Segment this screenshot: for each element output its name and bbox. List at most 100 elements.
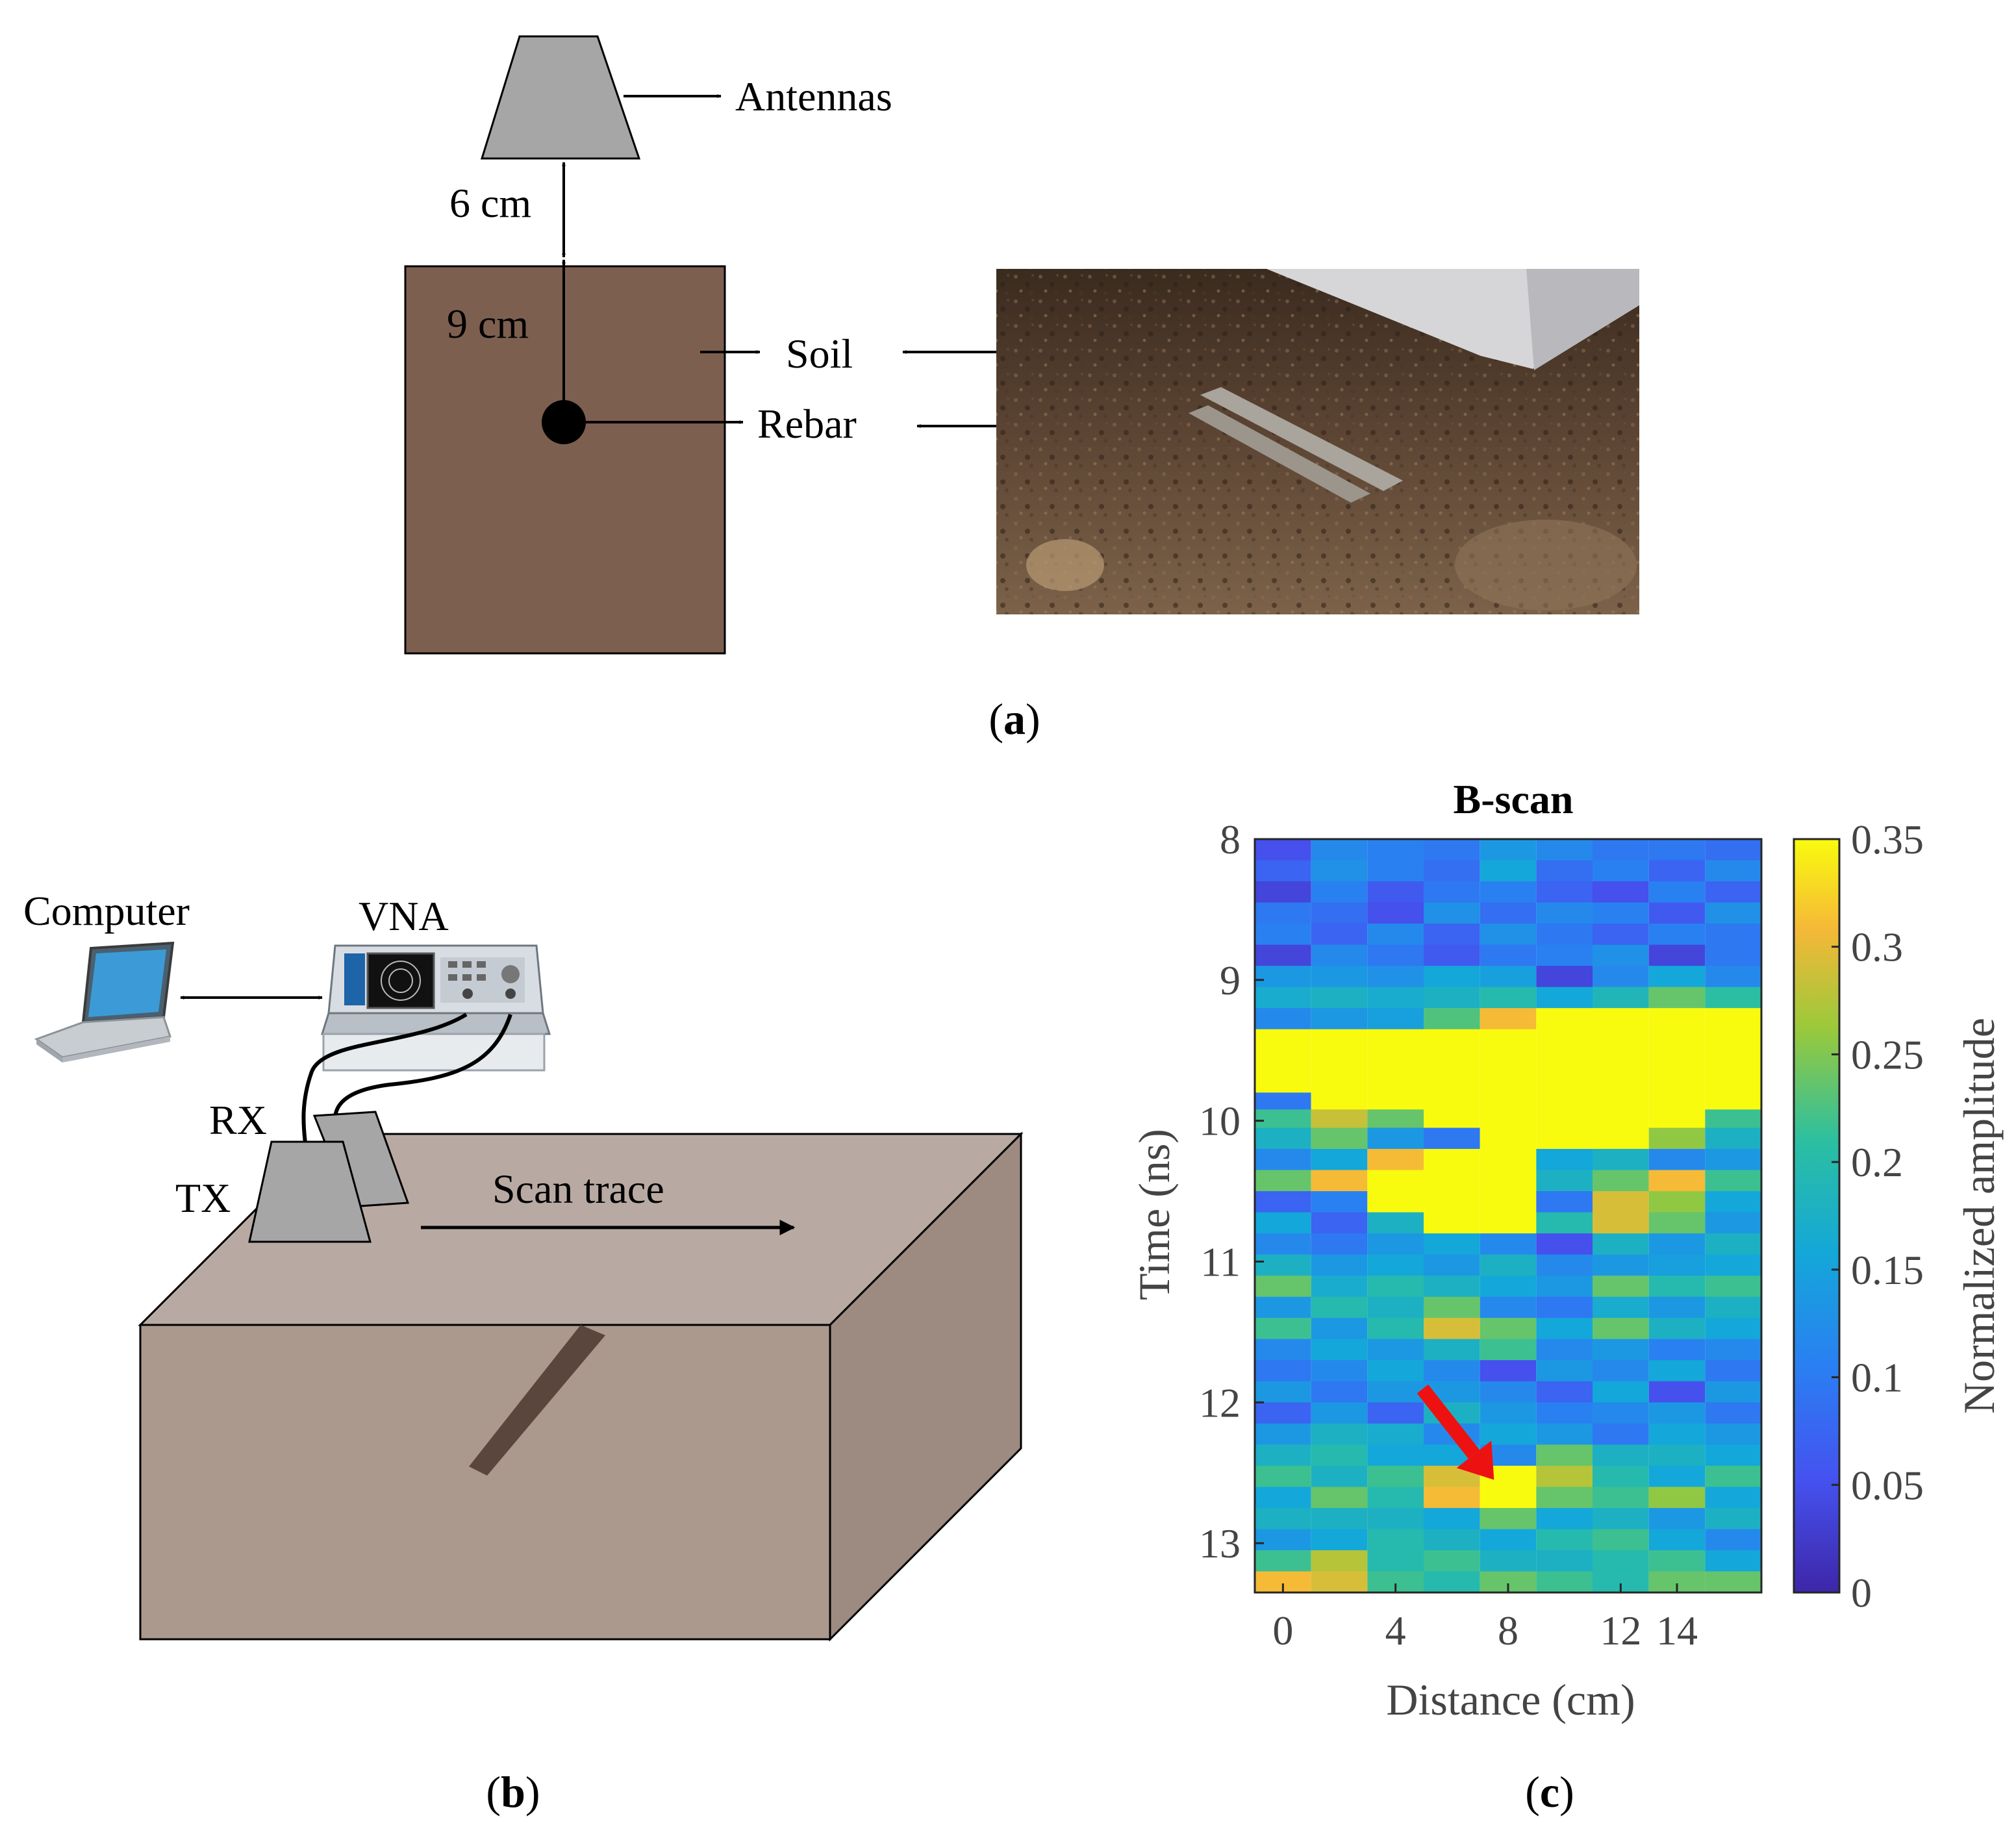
caption-b: (b): [486, 1767, 540, 1817]
heatmap-cell: [1255, 924, 1311, 946]
heatmap-cell: [1367, 1360, 1424, 1382]
heatmap-cell: [1536, 1276, 1593, 1298]
heatmap-cell: [1424, 1550, 1480, 1572]
heatmap-cell: [1593, 881, 1649, 903]
heatmap-cell: [1648, 1381, 1706, 1403]
heatmap-cell: [1367, 1529, 1424, 1551]
heatmap-cell: [1255, 1233, 1311, 1255]
heatmap-cell: [1255, 944, 1311, 966]
heatmap-cell: [1480, 1254, 1537, 1276]
heatmap-cell: [1705, 1212, 1761, 1234]
heatmap-cell: [1255, 1254, 1311, 1276]
heatmap-cell: [1311, 1423, 1368, 1445]
heatmap-cell: [1480, 1092, 1537, 1110]
colorbar-tick-label: 0.1: [1851, 1355, 1903, 1401]
antennas-label: Antennas: [735, 73, 892, 120]
heatmap-cell: [1705, 1029, 1761, 1093]
heatmap-cell: [1648, 1339, 1706, 1361]
heatmap-cell: [1367, 1339, 1424, 1361]
heatmap-cell: [1367, 1507, 1424, 1529]
heatmap-cell: [1311, 1507, 1368, 1529]
heatmap-cell: [1705, 1254, 1761, 1276]
heatmap-cell: [1480, 1339, 1537, 1361]
heatmap-cell: [1367, 1212, 1424, 1234]
heatmap-cell: [1648, 1423, 1706, 1445]
heatmap-cell: [1536, 1360, 1593, 1382]
heatmap-cell: [1311, 1529, 1368, 1551]
heatmap-cell: [1424, 1360, 1480, 1382]
heatmap-cell: [1311, 1339, 1368, 1361]
heatmap-cell: [1705, 860, 1761, 882]
heatmap-cell: [1593, 1029, 1649, 1093]
heatmap-cell: [1705, 1360, 1761, 1382]
heatmap-cell: [1480, 1487, 1537, 1509]
heatmap-cell: [1536, 1465, 1593, 1487]
heatmap-cell: [1255, 1276, 1311, 1298]
colorbar-tick-label: 0.3: [1851, 924, 1903, 970]
photo-rebar: [1200, 387, 1403, 491]
heatmap-cell: [1311, 1296, 1368, 1318]
heatmap-cell: [1311, 1149, 1368, 1171]
vna-instrument-icon: [320, 944, 551, 1072]
heatmap-cell: [1593, 839, 1649, 861]
heatmap-cell: [1480, 1212, 1537, 1234]
heatmap-cell: [1367, 1423, 1424, 1445]
heatmap-cell: [1536, 1381, 1593, 1403]
heatmap-cell: [1593, 1381, 1649, 1403]
heatmap-cell: [1648, 1254, 1706, 1276]
heatmap-cell: [1593, 1170, 1649, 1192]
heatmap-cell: [1536, 944, 1593, 966]
heatmap-cell: [1480, 1360, 1537, 1382]
heatmap-cell: [1424, 1149, 1480, 1171]
heatmap-cell: [1424, 1487, 1480, 1509]
heatmap-cell: [1424, 1233, 1480, 1255]
heatmap-cell: [1593, 1529, 1649, 1551]
heatmap-cell: [1367, 944, 1424, 966]
heatmap-cell: [1424, 881, 1480, 903]
heatmap-cell: [1480, 1402, 1537, 1424]
rx-label: RX: [209, 1097, 267, 1143]
heatmap-cell: [1536, 1318, 1593, 1340]
heatmap-cell: [1255, 1109, 1311, 1128]
heatmap-cell: [1311, 987, 1368, 1009]
heatmap-cell: [1480, 1318, 1537, 1340]
heatmap-cell: [1367, 1487, 1424, 1509]
heatmap-cell: [1480, 1029, 1537, 1093]
heatmap-cell: [1367, 1318, 1424, 1340]
heatmap-cell: [1367, 1296, 1424, 1318]
heatmap-cell: [1536, 1444, 1593, 1466]
heatmap-cell: [1536, 1550, 1593, 1572]
heatmap-cell: [1255, 1212, 1311, 1234]
heatmap-cell: [1255, 1191, 1311, 1213]
heatmap-cell: [1705, 944, 1761, 966]
heatmap-cell: [1424, 1507, 1480, 1529]
x-tick-label: 14: [1656, 1607, 1698, 1654]
heatmap-cell: [1593, 1423, 1649, 1445]
heatmap-cell: [1480, 1127, 1537, 1150]
y-tick-label: 12: [1199, 1379, 1241, 1426]
heatmap-cell: [1705, 1339, 1761, 1361]
heatmap-cell: [1648, 1296, 1706, 1318]
heatmap-cell: [1648, 1529, 1706, 1551]
heatmap-cell: [1311, 1191, 1368, 1213]
heatmap-cell: [1648, 1402, 1706, 1424]
heatmap-cell: [1480, 944, 1537, 966]
heatmap-cell: [1648, 1318, 1706, 1340]
heatmap-cell: [1367, 1092, 1424, 1110]
heatmap-cell: [1255, 987, 1311, 1009]
heatmap-cell: [1367, 902, 1424, 924]
heatmap-cell: [1593, 1444, 1649, 1466]
heatmap-cell: [1311, 1109, 1368, 1128]
colorbar-ticks: 00.050.10.150.20.250.30.35: [1832, 816, 1924, 1616]
heatmap-cell: [1705, 1008, 1761, 1030]
heatmap-cell: [1367, 1402, 1424, 1424]
heatmap-cell: [1311, 1276, 1368, 1298]
buried-rebar: [469, 1325, 605, 1476]
heatmap-cell: [1536, 1212, 1593, 1234]
heatmap-cell: [1480, 1423, 1537, 1445]
heatmap-cell: [1705, 1529, 1761, 1551]
heatmap-cell: [1648, 966, 1706, 988]
heatmap-cell: [1593, 1191, 1649, 1213]
tx-cable: [333, 1014, 512, 1131]
heatmap-cell: [1705, 1465, 1761, 1487]
